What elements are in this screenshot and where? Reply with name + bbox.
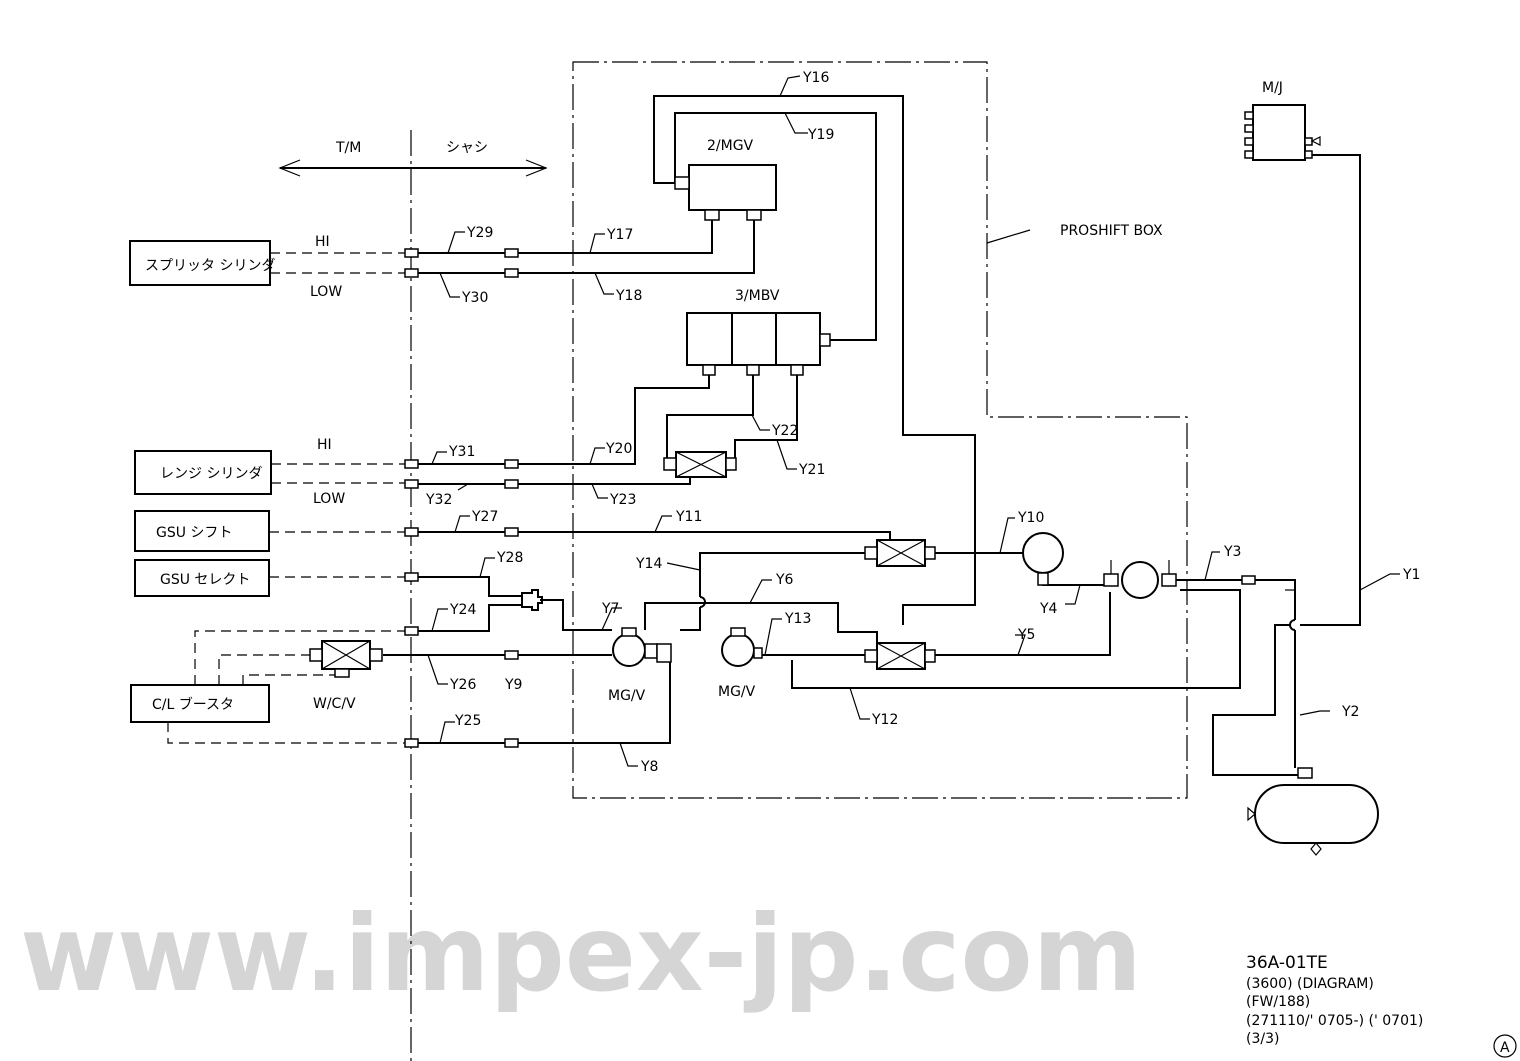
gsu-shift-label: GSU シフト — [156, 525, 232, 541]
pipe-label-y18: Y18 — [615, 288, 642, 304]
pipe-label-y30: Y30 — [461, 290, 488, 306]
pipe-label-y3: Y3 — [1223, 544, 1241, 560]
splitter-cylinder-box — [129, 240, 271, 286]
title-line-3: (271110/' 0705-) (' 0701) — [1246, 1013, 1423, 1029]
pipe-label-y9: Y9 — [504, 677, 522, 693]
splitter-cylinder-label: スプリッタ シリンダ — [145, 258, 275, 274]
zone-label-chassis: シャシ — [446, 140, 488, 156]
cl-booster-box — [130, 684, 270, 723]
proshift-box-outline — [572, 61, 1188, 799]
pipe-label-y14: Y14 — [635, 556, 662, 572]
revision-mark: A — [1500, 1040, 1510, 1056]
pipe-label-y32: Y32 — [425, 492, 452, 508]
pipes — [383, 95, 1361, 776]
shuttle-valve — [521, 589, 543, 611]
mj-label: M/J — [1262, 80, 1283, 96]
gsu-select-solenoid-valve — [864, 642, 936, 670]
gsu-shift-solenoid-valve — [864, 539, 936, 567]
pipe-label-y23: Y23 — [609, 492, 636, 508]
pipe-label-y28: Y28 — [496, 550, 523, 566]
pipe-label-y24: Y24 — [449, 602, 476, 618]
pressure-sensor — [1022, 532, 1064, 586]
pipe-label-y19: Y19 — [807, 127, 834, 143]
pipe-label-y17: Y17 — [606, 227, 633, 243]
pipe-label-leaders — [427, 75, 1400, 767]
hi-label-2: HI — [317, 437, 332, 453]
range-cylinder-label: レンジ シリンダ — [160, 466, 262, 482]
pipe-label-y4: Y4 — [1039, 601, 1058, 617]
zone-label-tm: T/M — [335, 140, 361, 156]
pipe-label-y22: Y22 — [771, 423, 798, 439]
low-label-2: LOW — [313, 491, 345, 507]
mgv-a-label: MG/V — [608, 688, 646, 704]
pipe-label-y26: Y26 — [449, 677, 476, 693]
dashed-connections — [167, 252, 405, 744]
zone-arrow — [278, 159, 548, 177]
title-line-4: (3/3) — [1246, 1031, 1279, 1047]
pipe-label-y8: Y8 — [640, 759, 658, 775]
revision-circle — [1493, 1034, 1517, 1058]
pipe-connectors — [404, 248, 1256, 748]
pipe-label-y1: Y1 — [1402, 567, 1420, 583]
proshift-box-label: PROSHIFT BOX — [1060, 223, 1163, 239]
mgv-a-valve — [612, 627, 672, 667]
pipe-label-y20: Y20 — [605, 441, 632, 457]
cl-booster-label: C/L ブースタ — [152, 696, 234, 713]
gsu-select-label: GSU セレクト — [160, 572, 250, 588]
drawing-code: 36A-01TE — [1246, 953, 1328, 973]
proshift-leader — [986, 229, 1031, 244]
pipe-label-y27: Y27 — [471, 509, 498, 525]
pipe-label-y25: Y25 — [454, 713, 481, 729]
gsu-shift-box — [134, 510, 270, 552]
pipe-label-y6: Y6 — [775, 572, 794, 588]
mgv-b-label: MG/V — [718, 684, 756, 700]
title-line-2: (FW/188) — [1246, 994, 1310, 1010]
mbv3-label: 3/MBV — [735, 288, 780, 304]
pipe-label-y16: Y16 — [802, 70, 829, 86]
mgv-b-valve — [721, 627, 763, 667]
air-tank — [1247, 767, 1379, 856]
pipe-label-y29: Y29 — [466, 225, 493, 241]
gsu-select-box — [134, 559, 270, 597]
wcv-label: W/C/V — [313, 696, 356, 712]
pipe-label-y5: Y5 — [1017, 627, 1035, 643]
pipe-label-y31: Y31 — [448, 444, 475, 460]
wcv-valve — [309, 640, 383, 678]
pipe-label-y2: Y2 — [1341, 704, 1359, 720]
pipe-label-y21: Y21 — [798, 462, 825, 478]
range-cylinder-box — [134, 450, 272, 495]
pipe-label-y11: Y11 — [675, 509, 702, 525]
mbv3-valve — [686, 312, 831, 376]
mgv2-valve — [674, 164, 777, 221]
watermark: www.impex-jp.com — [20, 893, 1142, 1015]
title-line-1: (3600) (DIAGRAM) — [1246, 976, 1374, 992]
low-label-1: LOW — [310, 284, 342, 300]
pipe-label-y7: Y7 — [601, 601, 619, 617]
title-block: 36A-01TE (3600) (DIAGRAM) (FW/188) (2711… — [1246, 953, 1517, 1058]
hi-label-1: HI — [315, 234, 330, 250]
mgv2-label: 2/MGV — [707, 138, 754, 154]
pipe-label-y10: Y10 — [1017, 510, 1044, 526]
pipe-label-y12: Y12 — [871, 712, 898, 728]
range-solenoid-valve — [663, 451, 737, 478]
mj-unit — [1244, 104, 1321, 161]
pressure-regulator — [1103, 560, 1177, 599]
pipe-label-y13: Y13 — [784, 611, 811, 627]
